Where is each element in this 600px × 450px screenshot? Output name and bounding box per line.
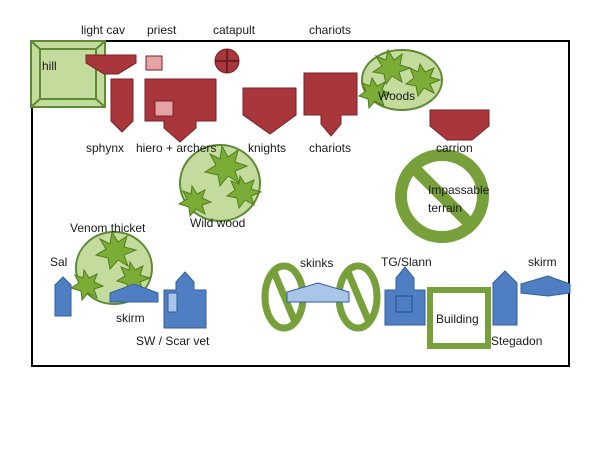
label-stegadon: Stegadon (491, 334, 543, 348)
wild-wood-terrain (177, 144, 263, 222)
building-terrain (427, 287, 491, 349)
sw-scar-vet-unit (163, 271, 207, 329)
skirm-left-unit (109, 283, 159, 303)
label-wild-wood: Wild wood (190, 216, 246, 230)
wildwood-bush-3 (177, 184, 213, 218)
label-woods: Woods (378, 89, 416, 103)
label-skirm-right: skirm (528, 255, 557, 269)
label-hiero-archers: hiero + archers (136, 141, 217, 155)
woods-terrain (357, 48, 443, 111)
label-skirm-left: skirm (116, 311, 145, 325)
impassable-terrain-sign (395, 149, 489, 243)
label-knights: knights (248, 141, 287, 155)
wildwood-bush-1 (203, 144, 249, 188)
label-chariots: chariots (309, 141, 352, 155)
skirm-right-unit (520, 275, 571, 297)
label-carrion: carrion (436, 141, 473, 155)
label-priest: priest (147, 23, 177, 37)
label-sphynx: sphynx (86, 141, 125, 155)
label-light-cav: light cav (81, 23, 126, 37)
woods-bush-3 (357, 76, 392, 110)
carrion-unit (429, 109, 490, 141)
sphynx-unit (110, 78, 134, 133)
label-tg-slann: TG/Slann (381, 255, 432, 269)
hill-terrain (30, 40, 106, 108)
label-venom-thicket: Venom thicket (70, 221, 146, 235)
priest-unit (145, 55, 163, 71)
catapult-unit (214, 48, 240, 74)
skinks-unit (286, 282, 350, 303)
wildwood-bush-2 (225, 174, 263, 210)
woods-bush-1 (371, 48, 412, 86)
label-impassable-2: terrain (428, 201, 463, 215)
chariots-unit (303, 72, 358, 137)
hiero-archers-unit (144, 78, 217, 143)
woods-bush-2 (404, 62, 442, 98)
label-skinks: skinks (300, 256, 334, 270)
label-sal: Sal (50, 255, 68, 269)
table-edge (31, 40, 570, 367)
light-cav-unit (85, 54, 137, 75)
sal-unit (54, 276, 72, 317)
label-impassable-1: Impassable (428, 183, 490, 197)
tg-slann-unit (384, 266, 426, 326)
label-catapult: catapult (213, 23, 256, 37)
venom-thicket-terrain (69, 230, 153, 305)
label-hill: hill (42, 59, 57, 73)
knights-unit (242, 87, 297, 135)
stegadon-unit (492, 270, 518, 326)
thicket-bush-1 (94, 230, 138, 271)
thicket-bush-3 (69, 268, 105, 302)
label-chariots-top: chariots (309, 23, 352, 37)
label-sw-scar-vet: SW / Scar vet (136, 334, 210, 348)
label-building: Building (436, 312, 479, 326)
